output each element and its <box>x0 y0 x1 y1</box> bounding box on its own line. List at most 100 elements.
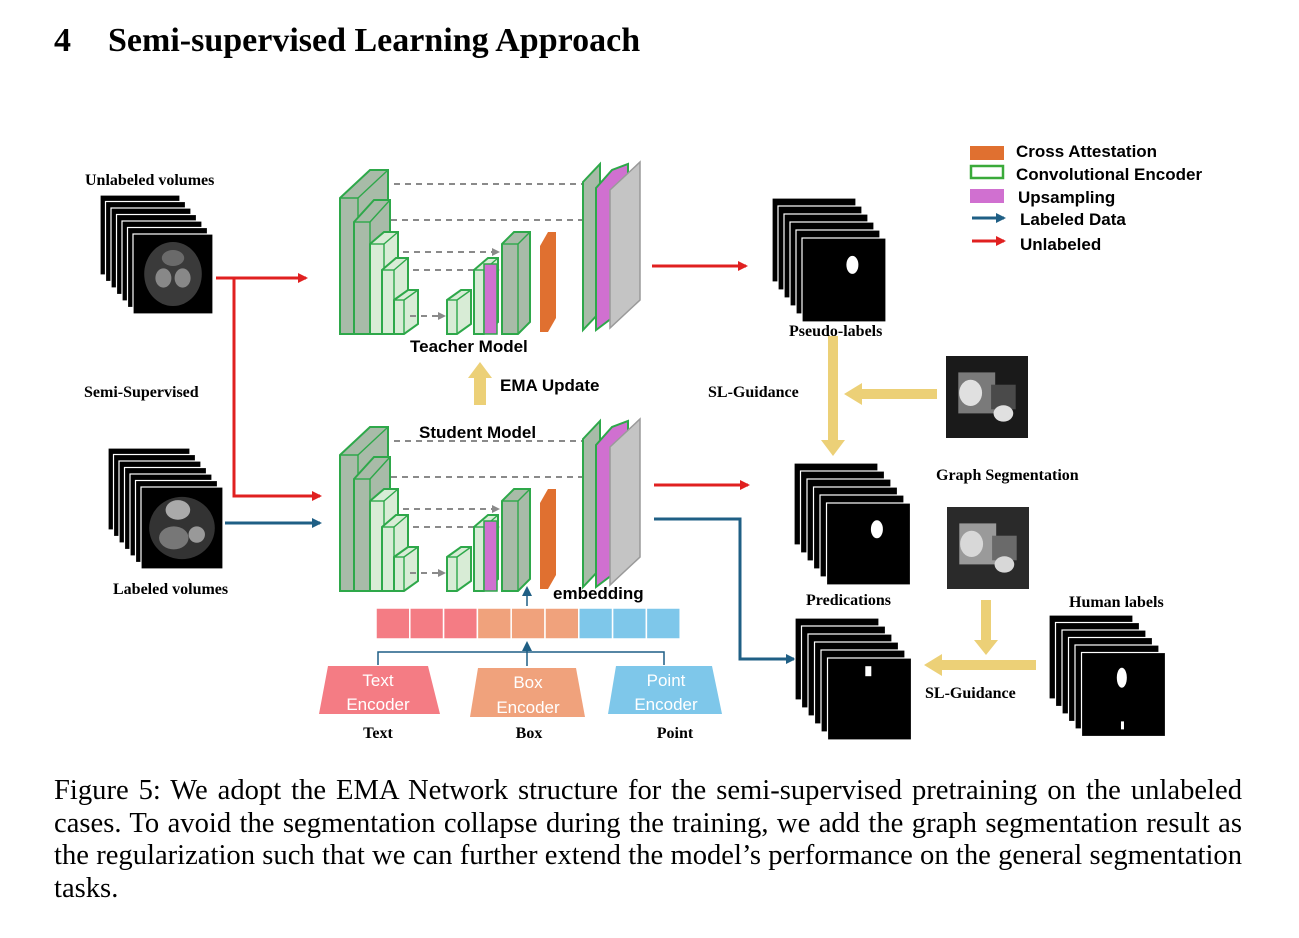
box-encoder-line2: Encoder <box>496 698 560 717</box>
legend-label: Upsampling <box>1018 188 1115 207</box>
legend-swatch-convolutional-encoder <box>969 164 1005 180</box>
box-encoder-line1: Box <box>513 673 543 692</box>
box-encoder: Box Encoder <box>470 668 585 717</box>
legend-swatch-upsampling <box>970 189 1004 203</box>
unlabeled-volume-stack <box>99 194 214 315</box>
guidance-down-arrow <box>821 336 845 456</box>
human-labels-label: Human labels <box>1069 594 1164 611</box>
student-model <box>339 417 641 592</box>
upsampling-block <box>483 263 498 335</box>
decoder-block-edge <box>517 488 531 502</box>
ema-update-arrow <box>468 362 492 405</box>
input-arrows <box>216 273 322 528</box>
encoder-block-edge <box>393 257 409 271</box>
encoder-block-edge <box>403 289 419 301</box>
embedding-cell <box>442 607 479 640</box>
encoder-bus-line <box>377 651 665 665</box>
human-label-mask <box>1116 667 1127 688</box>
labeled-volume-scan-organ <box>159 526 189 550</box>
point-encoder-line1: Point <box>647 671 686 690</box>
decoder-block <box>446 546 472 592</box>
graph-image-region <box>992 535 1017 561</box>
decoder-block <box>501 488 531 592</box>
teacher-model-label: Teacher Model <box>410 337 528 356</box>
encoder-block-edge <box>383 488 399 502</box>
predication-slice <box>825 502 912 586</box>
graph-image-region <box>960 530 984 558</box>
embedding-bar <box>375 607 681 640</box>
decoder-block-edge <box>456 546 472 558</box>
graph-to-guidance-arrow <box>844 383 937 405</box>
text-encoder: Text Encoder <box>319 666 440 714</box>
embedding-cell <box>645 607 681 640</box>
teacher-model <box>339 160 641 335</box>
labeled-volume-scan-organ <box>165 500 191 520</box>
cross-attestation-block <box>540 232 556 332</box>
point-encoder-shape <box>608 666 722 714</box>
encoder-block-edge <box>393 514 409 528</box>
point-encoder: Point Encoder <box>608 666 722 714</box>
labeled-output-stack <box>794 617 913 741</box>
encoder-block-edge <box>357 426 389 456</box>
student-model-label: Student Model <box>419 423 536 442</box>
predications-stack <box>793 462 912 586</box>
labeled-volume-scan-organ <box>188 526 205 543</box>
ema-update-label: EMA Update <box>500 376 600 395</box>
predications-label: Predications <box>806 592 891 609</box>
encoder-block-edge <box>369 199 391 223</box>
student-labeled-output-arrow <box>654 517 796 664</box>
graph-segmentation-label: Graph Segmentation <box>936 467 1079 484</box>
encoder-block <box>393 289 419 335</box>
unlabeled-volume-scan-organ <box>161 250 185 266</box>
pseudo-label-slice <box>801 237 887 323</box>
graph-segmentation-image-1 <box>946 356 1028 438</box>
box-encoder-shape <box>470 668 585 717</box>
legend-label: Cross Attestation <box>1016 142 1157 161</box>
pseudo-labels-label: Pseudo-labels <box>789 323 882 340</box>
embedding-cell <box>476 607 512 640</box>
point-encoder-line2: Encoder <box>634 695 698 714</box>
graph2-down-arrow <box>974 600 998 655</box>
labeled-volumes-label: Labeled volumes <box>113 581 228 598</box>
embedding-cell <box>611 607 648 640</box>
human-to-guidance-arrow <box>924 654 1036 676</box>
graph-image-region <box>959 379 983 407</box>
section-heading: 4 Semi-supervised Learning Approach <box>54 22 640 60</box>
pseudo-label-mask <box>846 255 859 274</box>
output-block <box>609 417 641 587</box>
encoder-connectors <box>377 641 665 666</box>
decoder-block <box>501 231 531 335</box>
encoder-block-edge <box>403 546 419 558</box>
pseudo-label-stack <box>771 197 887 323</box>
text-input-label: Text <box>363 725 393 742</box>
semi-supervised-label: Semi-Supervised <box>84 384 199 401</box>
output-block <box>609 160 641 330</box>
section-number: 4 <box>54 22 71 59</box>
graph-segmentation-image-2 <box>947 507 1029 589</box>
text-encoder-line2: Encoder <box>346 695 410 714</box>
predication-mask <box>870 520 883 539</box>
decoder-block <box>446 289 472 335</box>
encoder-block-edge <box>369 456 391 480</box>
point-input-label: Point <box>657 725 694 742</box>
legend-label: Labeled Data <box>1020 210 1126 229</box>
graph-image-region <box>994 556 1015 573</box>
legend-label: Unlabeled <box>1020 235 1101 254</box>
guidance-arrows <box>821 336 1036 676</box>
text-encoder-line1: Text <box>362 671 393 690</box>
box-input-label: Box <box>516 725 543 742</box>
labeled-volume-stack <box>107 447 224 570</box>
human-labels-stack <box>1048 614 1167 738</box>
figure-caption: Figure 5: We adopt the EMA Network struc… <box>54 775 1242 904</box>
encoder-block <box>393 546 419 592</box>
text-encoder-shape <box>319 666 440 714</box>
sl-guidance-bottom-label: SL-Guidance <box>925 685 1016 702</box>
decoder-block-edge <box>517 231 531 245</box>
encoder-block-edge <box>357 169 389 199</box>
unlabeled-volume-scan-body <box>144 242 202 306</box>
embedding-cell <box>578 607 614 640</box>
section-title: Semi-supervised Learning Approach <box>108 22 641 59</box>
legend: Cross Attestation Convolutional Encoder … <box>969 142 1202 254</box>
unlabeled-to-student-arrow <box>232 278 322 501</box>
